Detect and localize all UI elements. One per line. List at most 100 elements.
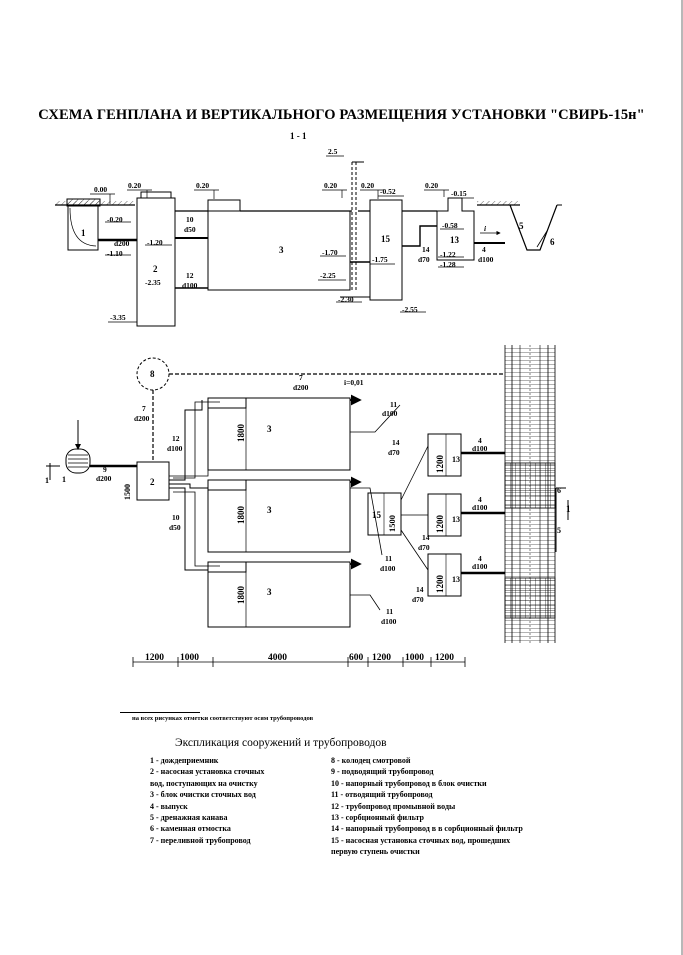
elev-0.20-c: 0.20 bbox=[324, 181, 337, 190]
pump-station-plan bbox=[136, 461, 170, 501]
pump-dim: 1500 bbox=[123, 484, 132, 500]
explication-item: 3 - блок очистки сточных вод bbox=[150, 790, 256, 800]
pipe14-1-dia: d70 bbox=[388, 448, 400, 457]
explication-item: 2 - насосная установка сточных вод, пост… bbox=[150, 767, 265, 788]
explication-item: 15 - насосная установка сточных вод, про… bbox=[331, 835, 511, 857]
filter-1 bbox=[427, 433, 462, 477]
elev-m1.20: -1.20 bbox=[147, 238, 163, 247]
block-3-dim: 1800 bbox=[236, 586, 246, 605]
elev-2.5: 2.5 bbox=[328, 147, 338, 156]
explication-item: 14 - напорный трубопровод в в сорбционны… bbox=[331, 824, 523, 834]
ground-hatch bbox=[55, 201, 520, 205]
elev-m2.55: -2.55 bbox=[402, 305, 418, 314]
dim-2: 1000 bbox=[180, 653, 199, 663]
explication-left-column: 1 - дождеприемник 2 - насосная установка… bbox=[150, 755, 320, 846]
slope-mark: i bbox=[484, 224, 487, 233]
footnote-rule bbox=[120, 712, 200, 713]
section-num-15: 15 bbox=[381, 234, 391, 244]
footnote: на всех рисунках отметки соответствуют о… bbox=[132, 715, 314, 722]
filter-1-num: 13 bbox=[452, 455, 460, 464]
outlet-2-num: 4 bbox=[478, 495, 482, 504]
section-mark-left: 1 bbox=[45, 476, 49, 485]
pump-unit-15-section bbox=[369, 199, 403, 301]
pipe10-dia: d50 bbox=[184, 225, 196, 234]
pipe9-dia-plan: d200 bbox=[96, 474, 112, 483]
filter-3-dim: 1200 bbox=[435, 575, 445, 594]
dim-4: 600 bbox=[349, 653, 364, 663]
elev-m1.28: -1.28 bbox=[440, 260, 456, 269]
channel-num-6: 6 bbox=[557, 486, 561, 495]
pipe7-left-dia: d200 bbox=[134, 414, 150, 423]
filter-2 bbox=[427, 493, 462, 537]
block-1-dim: 1800 bbox=[236, 424, 246, 443]
section-labels: 0.00 0.20 0.20 0.20 0.20 0.20 -0.20 -1.2… bbox=[81, 147, 555, 322]
outlet-2-dia: d100 bbox=[472, 503, 488, 512]
section-num-3: 3 bbox=[279, 245, 284, 255]
elev-m0.15: -0.15 bbox=[451, 189, 467, 198]
elev-m3.35: -3.35 bbox=[110, 313, 126, 322]
block-2-dim: 1800 bbox=[236, 506, 246, 525]
pump-station-num: 2 bbox=[150, 477, 155, 487]
explication-item: 8 - колодец смотровой bbox=[331, 756, 411, 765]
drainage-channel-plan bbox=[504, 345, 556, 643]
manhole-num: 8 bbox=[150, 369, 155, 379]
rainwater-inlet bbox=[67, 205, 99, 251]
explication-item: 1 - дождеприемник bbox=[150, 756, 219, 765]
elev-0.20-e: 0.20 bbox=[425, 181, 438, 190]
explication-item: 4 - выпуск bbox=[150, 801, 188, 811]
elev-0.20-a: 0.20 bbox=[128, 181, 141, 190]
pipe9-num-plan: 9 bbox=[103, 465, 107, 474]
elev-m0.20: -0.20 bbox=[107, 215, 123, 224]
elev-m1.22: -1.22 bbox=[440, 250, 456, 259]
channel-num-5: 5 bbox=[557, 526, 561, 535]
pipe11-1-dia: d100 bbox=[382, 409, 398, 418]
explication-item: 11 - отводящий трубопровод bbox=[331, 790, 433, 800]
explication-item: 13 - сорбционный фильтр bbox=[331, 813, 424, 823]
pipe14-3-dia: d70 bbox=[412, 595, 424, 604]
pipe12-num-plan: 12 bbox=[172, 434, 180, 443]
pipe7-top-dia: d200 bbox=[293, 383, 309, 392]
elev-m0.52: -0.52 bbox=[380, 187, 396, 196]
plan-view bbox=[46, 345, 569, 667]
explication-item: 7 - переливной трубопровод bbox=[150, 835, 251, 845]
pipe4-dia: d100 bbox=[478, 255, 494, 264]
explication-item: 6 - каменная отмостка bbox=[150, 824, 231, 834]
pump-unit-15-plan bbox=[367, 492, 402, 536]
pipe14-2-dia: d70 bbox=[418, 543, 430, 552]
elev-m2.30: -2.30 bbox=[338, 295, 354, 304]
pipe7-top-num: 7 bbox=[299, 373, 303, 382]
outlet-1-dia: d100 bbox=[472, 444, 488, 453]
rainwater-num-plan: 1 bbox=[62, 475, 66, 484]
treatment-block-section bbox=[207, 210, 351, 291]
drawing-title: СХЕМА ГЕНПЛАНА И ВЕРТИКАЛЬНОГО РАЗМЕЩЕНИ… bbox=[38, 107, 645, 123]
pipe10-num-plan: 10 bbox=[172, 513, 180, 522]
section-mark-right: 1 bbox=[566, 504, 571, 514]
dim-6: 1000 bbox=[405, 653, 424, 663]
pipe9-dia: d200 bbox=[114, 239, 130, 248]
dim-3: 4000 bbox=[268, 653, 287, 663]
dim-1: 1200 bbox=[145, 653, 164, 663]
elev-m2.35: -2.35 bbox=[145, 278, 161, 287]
outlet-1-num: 4 bbox=[478, 436, 482, 445]
section-label: 1 - 1 bbox=[290, 131, 307, 141]
explication-right-column: 8 - колодец смотровой 9 - подводящий тру… bbox=[331, 755, 591, 858]
pipe4-num: 4 bbox=[482, 245, 486, 254]
outlet-3-num: 4 bbox=[478, 554, 482, 563]
rainwater-inlet-plan bbox=[65, 448, 91, 474]
elev-m1.10: -1.10 bbox=[107, 249, 123, 258]
pipe11-3-num: 11 bbox=[386, 607, 393, 616]
block-2-num: 3 bbox=[267, 505, 272, 515]
filter-2-num: 13 bbox=[452, 515, 460, 524]
pipe14-dia: d70 bbox=[418, 255, 430, 264]
unit15-dim: 1500 bbox=[387, 515, 397, 532]
section-num-5: 5 bbox=[519, 221, 524, 231]
sorption-filter-section bbox=[436, 197, 475, 261]
plan-labels: 8 7 d200 i=0,01 7 d200 12 d100 9 d200 10… bbox=[45, 369, 571, 663]
section-num-1: 1 bbox=[81, 228, 86, 238]
pipe12-dia: d100 bbox=[182, 281, 198, 290]
section-num-6: 6 bbox=[550, 237, 555, 247]
pipe10-dia-plan: d50 bbox=[169, 523, 181, 532]
pipe14-2-num: 14 bbox=[422, 533, 430, 542]
